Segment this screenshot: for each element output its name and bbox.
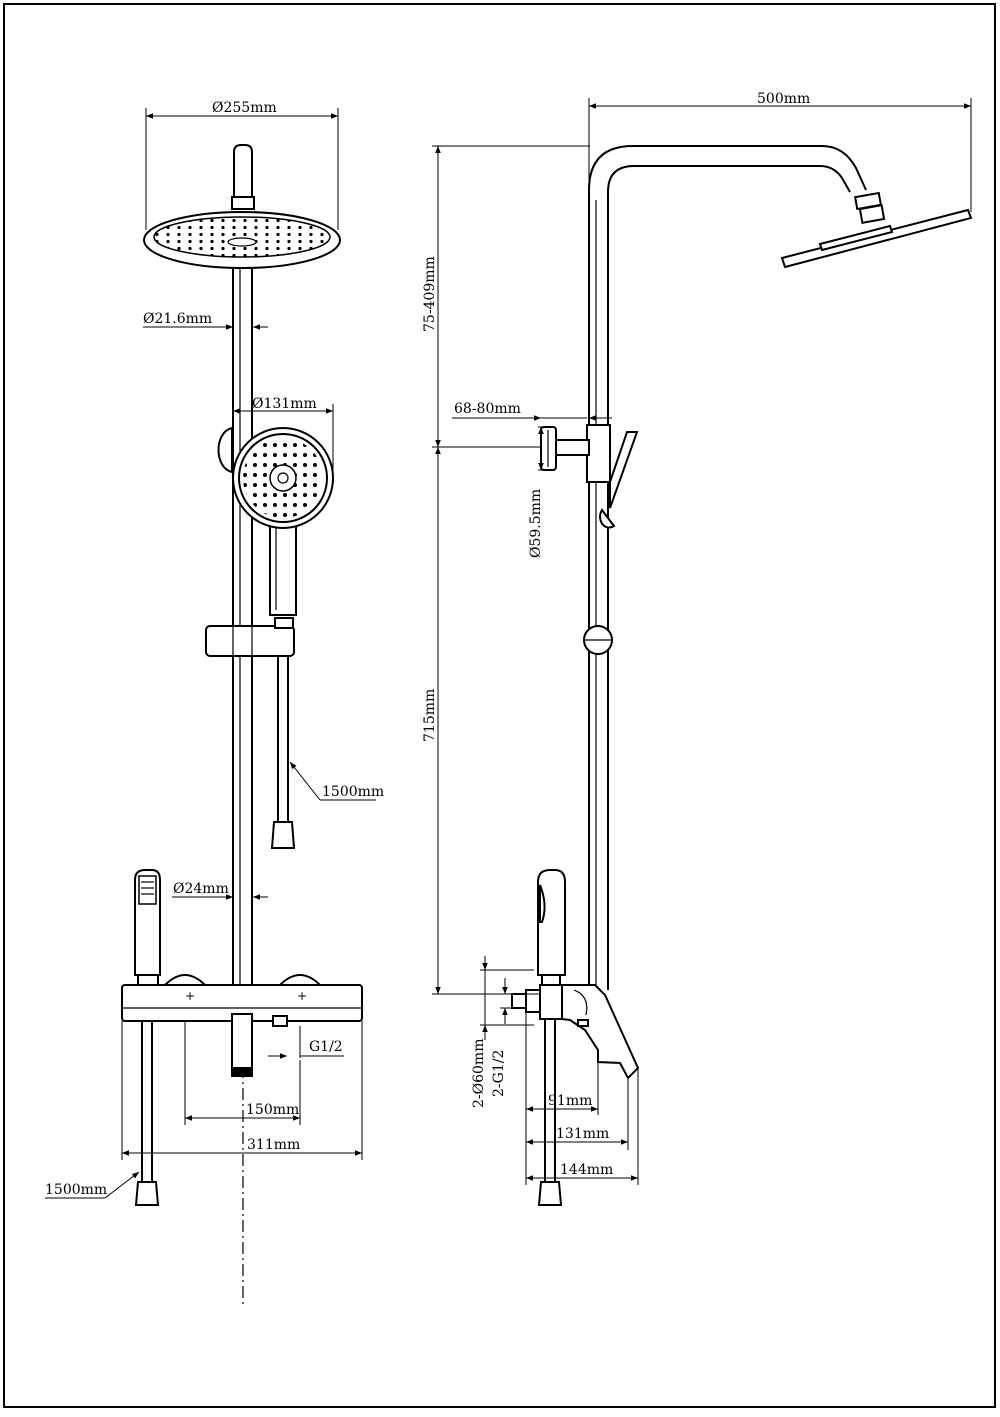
label-head-diameter: Ø255mm [212, 100, 277, 116]
side-view: 500mm 75-409mm 68-80mm Ø59.5mm 715m [422, 91, 973, 1206]
label-mixer-width: 311mm [247, 1137, 300, 1153]
label-hose-length: 1500mm [322, 784, 384, 800]
lower-hose [134, 1021, 160, 1206]
dim-depth-a: 91mm [525, 1012, 599, 1115]
dim-riser-diameter: Ø24mm [172, 881, 268, 900]
bath-hand-spray [134, 869, 161, 986]
side-slide-knob [583, 625, 613, 655]
dim-bracket-diameter: Ø59.5mm [528, 426, 548, 558]
label-depth-a: 91mm [548, 1093, 592, 1109]
front-hose [270, 656, 296, 849]
dim-inlet-thread: 2-G1/2 [491, 978, 512, 1097]
dim-arm-height: 75-409mm [422, 145, 590, 448]
label-escutcheon-diameter: 2-Ø60mm [471, 1039, 487, 1108]
label-inlet-thread: 2-G1/2 [491, 1050, 507, 1097]
label-inlet-spacing: 150mm [246, 1102, 299, 1118]
side-shower-head [780, 208, 973, 269]
svg-text:+: + [185, 989, 195, 1003]
label-bracket-offset: 68-80mm [454, 401, 521, 417]
label-riser-height: 715mm [422, 689, 438, 742]
dim-head-diameter: Ø255mm [145, 100, 339, 230]
side-riser-and-arm [588, 145, 867, 990]
dim-hose-length: 1500mm [289, 761, 384, 801]
svg-text:+: + [297, 989, 307, 1003]
label-riser-diameter: Ø24mm [173, 881, 229, 897]
dim-outlet-thread: G1/2 [268, 1026, 344, 1059]
dim-lower-hose-length: 1500mm [45, 1171, 140, 1199]
dim-escutcheon-diameter: 2-Ø60mm [471, 956, 534, 1108]
label-depth-b: 131mm [556, 1126, 609, 1142]
front-top-pipe [233, 144, 253, 206]
label-depth-c: 144mm [560, 1162, 613, 1178]
side-hand-spray [537, 869, 566, 986]
dim-depth-c: 144mm [525, 1068, 639, 1185]
drawing-frame [3, 3, 996, 1408]
thermostatic-mixer: + + [121, 974, 363, 1077]
rain-shower-head [143, 211, 341, 269]
dim-pipe-diameter: Ø21.6mm [143, 311, 268, 330]
dim-bracket-offset: 68-80mm [452, 401, 612, 421]
front-view: + + Ø255mm Ø21.6mm [45, 100, 384, 1305]
label-lower-hose-length: 1500mm [45, 1182, 107, 1198]
dim-mixer-width: 311mm [121, 1021, 363, 1160]
side-lower-hose [537, 1019, 563, 1206]
side-head-connector [853, 191, 886, 224]
label-arm-height: 75-409mm [422, 256, 438, 332]
side-mixer [511, 984, 640, 1080]
dim-inlet-spacing: 150mm [184, 1021, 301, 1125]
label-outlet-thread: G1/2 [309, 1039, 343, 1055]
slide-holder [205, 617, 295, 657]
dim-handshower-diameter: Ø131mm [232, 396, 334, 478]
side-bracket [540, 424, 639, 529]
label-bracket-diameter: Ø59.5mm [528, 489, 544, 558]
label-pipe-diameter: Ø21.6mm [143, 311, 212, 327]
label-arm-length: 500mm [757, 91, 810, 107]
dim-arm-length: 500mm [588, 91, 972, 212]
dim-riser-height: 715mm [422, 447, 541, 995]
dim-depth-b: 131mm [525, 1078, 629, 1150]
hand-shower [232, 427, 334, 616]
label-handshower-diameter: Ø131mm [252, 396, 317, 412]
